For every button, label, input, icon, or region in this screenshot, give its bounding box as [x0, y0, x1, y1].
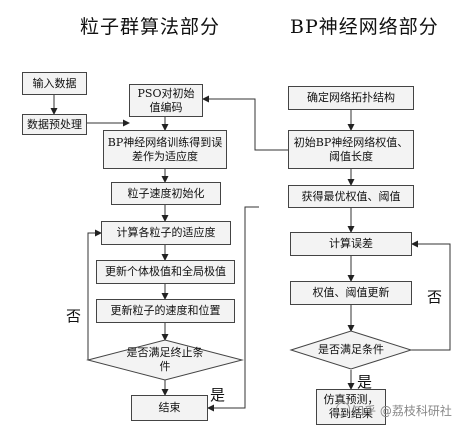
condition-diamond — [289, 330, 413, 370]
input-data-box: 输入数据 — [22, 72, 87, 95]
left-yes-label: 是 — [210, 386, 226, 404]
update-weights-box: 权值、阈值更新 — [290, 281, 412, 305]
obtain-optimal-box: 获得最优权值、阈值 — [288, 185, 414, 208]
left-no-label: 否 — [66, 307, 82, 325]
velocity-init-box: 粒子速度初始化 — [111, 182, 221, 205]
update-extrema-box: 更新个体极值和全局极值 — [96, 260, 235, 284]
arrow-weights-to-pso — [202, 95, 288, 151]
preprocess-box: 数据预处理 — [22, 114, 87, 135]
condition-text: 是否满足条件 — [318, 343, 384, 356]
loop-no-back-to-error — [411, 240, 451, 351]
init-weights-box: 初始BP神经网络权值、 阈值长度 — [288, 130, 414, 169]
compute-error-box: 计算误差 — [290, 232, 412, 256]
loop-no-back-to-fitness — [87, 229, 102, 360]
right-section-title: BP神经网络部分 — [290, 16, 439, 38]
left-section-title: 粒子群算法部分 — [80, 16, 221, 38]
pso-encode-box: PSO对初始 值编码 — [129, 84, 203, 117]
termination-condition-text: 是否满足终止条 件 — [126, 346, 204, 373]
arrow-optimal-to-end — [207, 206, 259, 412]
zhihu-logo-icon — [336, 402, 350, 416]
compute-fitness-box: 计算各粒子的适应度 — [101, 221, 231, 245]
termination-diamond — [86, 339, 244, 381]
simulate-result-box: 仿真预测， 得到结果 — [316, 389, 386, 425]
right-no-label: 否 — [427, 288, 443, 306]
watermark-text: 知乎 @荔枝科研社 — [352, 404, 452, 418]
determine-topology-box: 确定网络拓扑结构 — [288, 86, 414, 110]
end-box: 结束 — [131, 395, 208, 421]
update-velocity-position-box: 更新粒子的速度和位置 — [96, 299, 235, 323]
bp-train-fitness-box: BP神经网络训练得到误 差作为适应度 — [103, 130, 227, 169]
right-yes-label: 是 — [357, 373, 373, 391]
